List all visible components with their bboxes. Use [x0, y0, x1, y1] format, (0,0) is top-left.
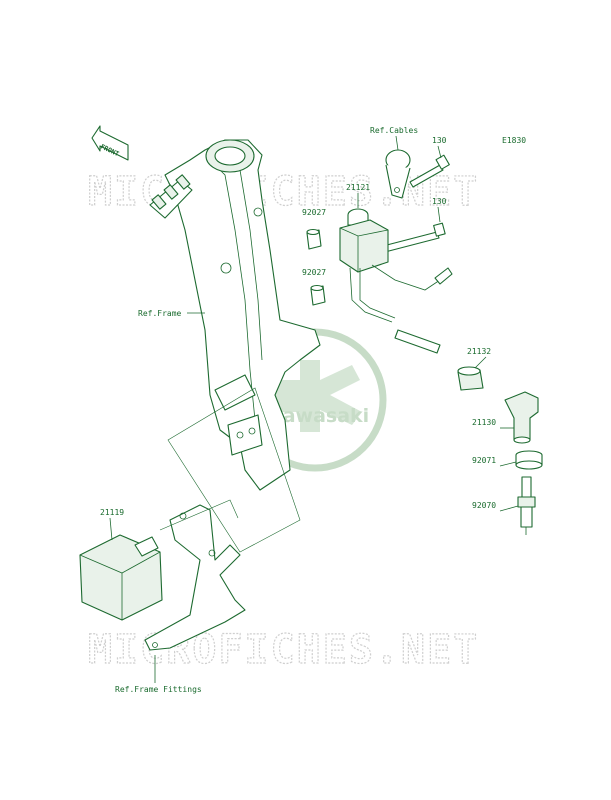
watermark-bottom: MICROFICHES.NET [88, 627, 479, 673]
label-92070: 92070 [472, 501, 496, 510]
bolt-130-mid [382, 222, 446, 253]
label-21130: 21130 [472, 418, 496, 427]
label-21121: 21121 [346, 183, 370, 192]
bolt-130-top [409, 154, 450, 188]
ht-cable [394, 329, 484, 391]
label-92071: 92071 [472, 456, 496, 465]
label-92027-top: 92027 [302, 208, 326, 217]
spark-plug-cap [504, 391, 539, 444]
front-arrow-icon: FRONT [91, 125, 129, 161]
svg-text:Kawasaki: Kawasaki [268, 405, 369, 427]
label-92027-bottom: 92027 [302, 268, 326, 277]
label-21119: 21119 [100, 508, 124, 517]
frame-ref-plane [167, 387, 301, 553]
collar-92027-top [306, 228, 322, 250]
spark-plug [517, 476, 536, 535]
label-130-mid: 130 [432, 197, 447, 206]
label-ref-frame-fittings: Ref.Frame Fittings [115, 685, 202, 694]
cable-clamp [385, 149, 411, 199]
label-ref-frame: Ref.Frame [138, 309, 182, 318]
cdi-bracket [144, 504, 246, 651]
label-ref-cables: Ref.Cables [370, 126, 418, 135]
frame-outline [149, 139, 321, 491]
collar-92027-bottom [310, 284, 326, 306]
ignition-coil [339, 208, 453, 323]
diagram-code: E1830 [502, 136, 526, 145]
cap-92071 [515, 450, 543, 470]
label-130-top: 130 [432, 136, 447, 145]
cdi-unit [79, 534, 163, 621]
label-21132: 21132 [467, 347, 491, 356]
